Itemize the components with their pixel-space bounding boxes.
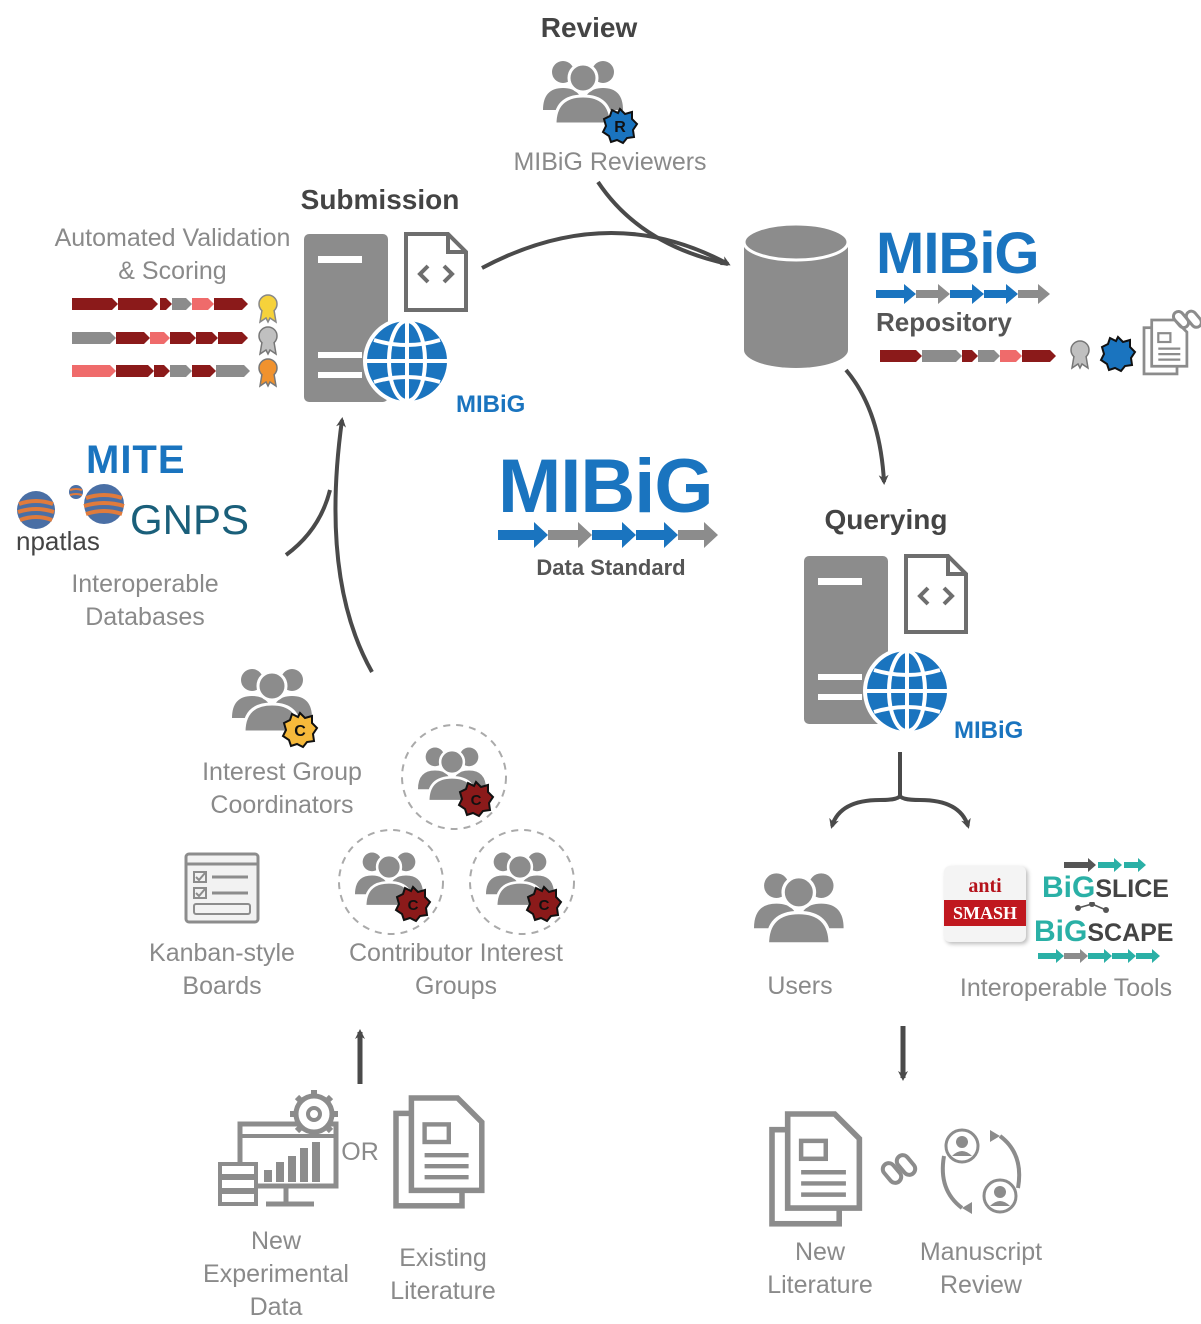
manuscript-review-icon bbox=[940, 1128, 1022, 1214]
querying-code-file-icon bbox=[904, 554, 968, 634]
svg-text:R: R bbox=[614, 119, 626, 136]
review-to-repository-arrow bbox=[596, 180, 729, 266]
experimental-data-icon bbox=[218, 1090, 339, 1207]
antismash-logo: anti SMASH bbox=[944, 866, 1026, 942]
contributor-group-right-icon: C bbox=[469, 829, 575, 935]
querying-split-arrow-right bbox=[898, 752, 971, 829]
reviewer-avatar-top-icon bbox=[944, 1128, 980, 1164]
reviewers-icon: R bbox=[541, 59, 638, 144]
server-stack-icon bbox=[218, 1162, 258, 1206]
repository-entry bbox=[880, 309, 1201, 376]
repository-review-badge-icon bbox=[1100, 336, 1136, 372]
bigslice-logo: BiGSLICE bbox=[1042, 858, 1172, 905]
bigslice-big: BiG bbox=[1042, 871, 1096, 904]
bigslice-rest: SLICE bbox=[1095, 875, 1169, 903]
literature-link-icon bbox=[880, 1153, 918, 1185]
or-label: OR bbox=[341, 1138, 379, 1166]
validation-clusters bbox=[72, 294, 278, 388]
bigscape-big: BiG bbox=[1034, 915, 1088, 948]
cluster-row-bronze bbox=[72, 365, 250, 377]
reviewers-label: MIBiG Reviewers bbox=[513, 148, 707, 176]
contributor-groups-icons: C C C bbox=[338, 724, 575, 935]
gold-award-icon bbox=[258, 294, 278, 324]
repository-database-icon bbox=[742, 222, 850, 368]
manuscript-label: Manuscript Review bbox=[919, 1238, 1043, 1299]
coordinators-icon: C bbox=[230, 667, 318, 748]
databases-label: Interoperable Databases bbox=[71, 570, 219, 631]
svg-text:MIBiG: MIBiG bbox=[954, 717, 1023, 744]
reviewer-badge-icon: R bbox=[602, 108, 638, 144]
mite-logo: MITE bbox=[86, 438, 186, 482]
data-standard-logo: MIBiG Data Standard bbox=[498, 444, 724, 583]
users-icon bbox=[752, 871, 846, 946]
gnps-logo: GNPS bbox=[130, 496, 250, 543]
kanban-label: Kanban-style Boards bbox=[149, 939, 295, 1000]
validation-label: Automated Validation & Scoring bbox=[54, 224, 291, 285]
users-label: Users bbox=[767, 972, 833, 1000]
data-standard-logo-arrows bbox=[498, 522, 718, 548]
querying-globe-icon bbox=[863, 647, 951, 735]
npatlas-globes-icon bbox=[17, 484, 125, 529]
querying-server: MIBiG bbox=[804, 554, 1023, 744]
repository-logo-word: MIBiG bbox=[876, 221, 1040, 286]
data-standard-logo-word: MIBiG bbox=[498, 444, 714, 529]
repository-award-icon bbox=[1070, 340, 1090, 370]
silver-award-icon bbox=[258, 326, 278, 356]
svg-text:MIBiG: MIBiG bbox=[456, 391, 525, 418]
submission-code-file-icon bbox=[404, 232, 468, 312]
existing-literature-icon bbox=[396, 1098, 488, 1206]
reviewer-avatar-bottom-icon bbox=[982, 1178, 1018, 1214]
bigscape-logo: BiGSCAPE bbox=[1034, 901, 1174, 968]
repository-cluster bbox=[880, 350, 1056, 362]
antismash-logo-bottom: SMASH bbox=[944, 900, 1026, 926]
bronze-award-icon bbox=[258, 358, 278, 388]
bigscape-arrows bbox=[1038, 949, 1160, 963]
bigscape-network-icon bbox=[1075, 901, 1109, 913]
submission-server: MIBiG bbox=[304, 232, 525, 418]
existing-literature-label: Existing Literature bbox=[390, 1244, 496, 1305]
bigslice-arrows bbox=[1064, 858, 1146, 872]
bigscape-rest: SCAPE bbox=[1087, 919, 1174, 947]
repository-to-querying-arrow bbox=[844, 368, 889, 485]
submission-to-repository-arrow bbox=[481, 230, 731, 270]
svg-text:C: C bbox=[539, 897, 550, 914]
databases-to-submission-arrow bbox=[284, 489, 332, 557]
new-literature-icon bbox=[772, 1114, 866, 1226]
svg-text:C: C bbox=[294, 723, 306, 740]
groups-label: Contributor Interest Groups bbox=[349, 939, 563, 1000]
querying-split-arrow-left bbox=[829, 752, 902, 829]
repository-logo: MIBiG Repository bbox=[876, 224, 1056, 335]
coordinators-label: Interest Group Coordinators bbox=[202, 758, 362, 819]
kanban-board-icon bbox=[184, 852, 260, 924]
repository-logo-arrows bbox=[876, 284, 1050, 304]
svg-text:C: C bbox=[471, 792, 482, 809]
tools-label: Interoperable Tools bbox=[959, 974, 1173, 1002]
experimental-label: New Experimental Data bbox=[203, 1227, 349, 1321]
coordinator-badge-icon: C bbox=[282, 712, 318, 748]
repository-link-icon bbox=[1171, 309, 1201, 330]
querying-heading: Querying bbox=[824, 504, 948, 535]
contributor-group-left-icon: C bbox=[338, 829, 444, 935]
data-standard-subtitle: Data Standard bbox=[536, 555, 686, 580]
repository-subtitle: Repository bbox=[876, 307, 1012, 337]
svg-text:C: C bbox=[408, 897, 419, 914]
submission-heading: Submission bbox=[300, 184, 460, 215]
antismash-logo-top: anti bbox=[968, 875, 1002, 897]
gear-icon bbox=[290, 1090, 338, 1138]
cluster-row-gold bbox=[72, 298, 248, 310]
npatlas-logo: npatlas bbox=[16, 526, 100, 556]
submission-globe-icon bbox=[363, 317, 451, 405]
review-heading: Review bbox=[540, 12, 638, 43]
new-literature-label: New Literature bbox=[767, 1238, 873, 1299]
cluster-row-silver bbox=[72, 332, 248, 344]
groups-to-submission-arrow bbox=[333, 417, 374, 673]
contributor-group-top-icon: C bbox=[401, 724, 507, 830]
